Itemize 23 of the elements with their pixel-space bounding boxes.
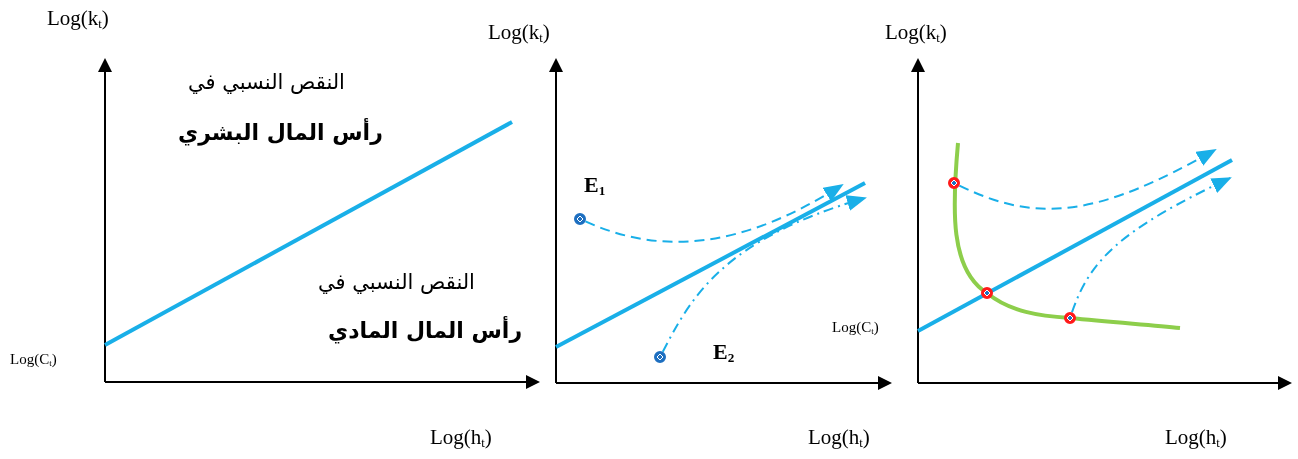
axis-label: Log(k$_{t}$) [885,20,947,47]
point-label: E$_{1}$ [584,172,606,200]
point-label: E$_{2}$ [713,339,735,367]
axis-label: Log(h$_{t}$) [808,425,870,452]
arrow [661,195,867,353]
arrow [1070,177,1232,314]
axis-label: Log(C$_{t}$) [832,318,879,338]
arrow [584,183,844,243]
point-marker [948,177,960,189]
axis-label: Log(C$_{t}$) [10,350,57,370]
point-marker [654,351,666,363]
annotation-text: رأس المال البشري [178,120,383,147]
annotation-text: النقص النسبي في [318,270,475,296]
point-marker [574,213,586,225]
annotation-text: رأس المال المادي [328,318,523,345]
axis-label: Log(k$_{t}$) [47,6,109,33]
axis-label: Log(h$_{t}$) [430,425,492,452]
axis-label: Log(k$_{t}$) [488,20,550,47]
annotation-text: النقص النسبي في [188,70,345,96]
point-marker [981,287,993,299]
point-marker [1064,312,1076,324]
arrow [958,149,1217,210]
axis-label: Log(h$_{t}$) [1165,425,1227,452]
